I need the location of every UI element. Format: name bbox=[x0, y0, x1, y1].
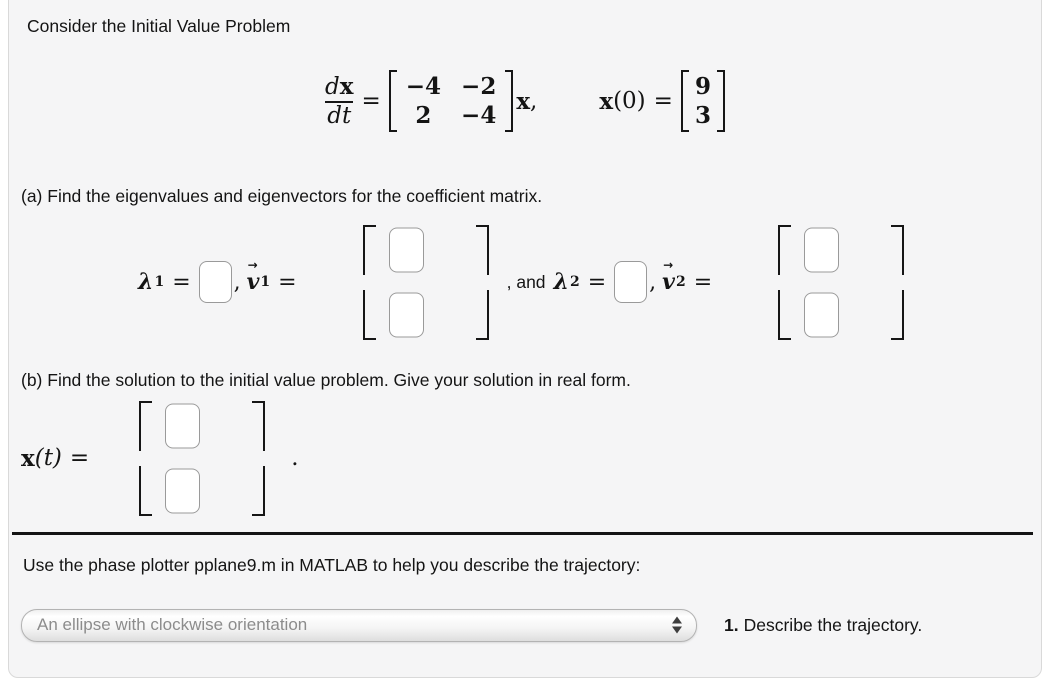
v2-bottom-input[interactable] bbox=[804, 292, 840, 337]
arrow-up-icon bbox=[672, 616, 682, 624]
matrix-cell: −4 bbox=[405, 72, 442, 100]
v2-subscript: 2 bbox=[675, 274, 686, 290]
frac-num-d: d bbox=[325, 73, 340, 100]
lambda2-input[interactable] bbox=[614, 261, 648, 303]
lambda1-subscript: 1 bbox=[154, 274, 165, 290]
equals-sign: = bbox=[172, 269, 191, 295]
v1-vector bbox=[362, 224, 489, 340]
xt-arg: (t) bbox=[34, 445, 62, 471]
ic-x: x bbox=[599, 87, 614, 115]
equals-sign: = bbox=[693, 269, 713, 295]
matrix-cell: −4 bbox=[461, 101, 497, 129]
coefficient-matrix: −4 −2 2 −4 bbox=[388, 69, 514, 133]
ivp-equation: dx dt = −4 −2 2 −4 x, x(0) = 9 3 bbox=[9, 63, 1041, 139]
bracket-bottom-right bbox=[891, 289, 905, 340]
part-a-label: (a) Find the eigenvalues and eigenvector… bbox=[21, 186, 543, 206]
lambda2-symbol: λ bbox=[553, 269, 569, 295]
equals-sign: = bbox=[278, 269, 297, 295]
select-stepper-icon bbox=[672, 616, 682, 634]
period: . bbox=[291, 445, 299, 471]
matrix-cell: −2 bbox=[461, 72, 497, 100]
v1-bottom-input[interactable] bbox=[388, 292, 424, 337]
section-divider bbox=[12, 532, 1033, 535]
x-symbol: x bbox=[516, 87, 531, 115]
initial-condition-vector: 9 3 bbox=[680, 69, 725, 133]
comma: , bbox=[233, 269, 241, 295]
fraction-bar bbox=[325, 101, 354, 103]
vector-arrow-icon: → bbox=[247, 258, 258, 272]
equals-sign: = bbox=[361, 88, 381, 114]
v2-symbol: →v bbox=[662, 258, 675, 295]
solution-answer-row: x(t) = . bbox=[9, 395, 1041, 521]
trajectory-select-value: An ellipse with clockwise orientation bbox=[37, 615, 308, 634]
item-text: Describe the trajectory. bbox=[743, 614, 923, 635]
comma: , bbox=[530, 88, 538, 114]
v1-symbol: →v bbox=[246, 258, 260, 295]
equals-sign: = bbox=[653, 88, 673, 114]
bracket-top-left bbox=[139, 400, 153, 451]
problem-panel: Consider the Initial Value Problem dx dt… bbox=[8, 0, 1042, 678]
item-number: 1. bbox=[724, 614, 739, 635]
v2-top-input[interactable] bbox=[804, 227, 840, 272]
trajectory-row: An ellipse with clockwise orientation 1.… bbox=[21, 607, 922, 643]
lambda2-subscript: 2 bbox=[569, 274, 580, 290]
part-b-label: (b) Find the solution to the initial val… bbox=[21, 370, 631, 390]
bracket-top-right bbox=[891, 224, 905, 275]
frac-num-x: x bbox=[339, 72, 354, 100]
bracket-bottom-left bbox=[362, 289, 376, 340]
right-bracket bbox=[505, 69, 514, 133]
trajectory-select[interactable]: An ellipse with clockwise orientation bbox=[21, 608, 697, 642]
equals-sign: = bbox=[69, 445, 90, 471]
xt-top-input[interactable] bbox=[165, 403, 201, 448]
ic-top-value: 9 bbox=[694, 72, 711, 100]
left-bracket bbox=[680, 69, 689, 133]
bracket-top-right bbox=[252, 400, 266, 451]
lambda1-symbol: λ bbox=[138, 269, 154, 295]
xt-bottom-input[interactable] bbox=[165, 468, 201, 513]
trajectory-question-label: 1.Describe the trajectory. bbox=[724, 615, 922, 636]
ic-arg: (0) bbox=[613, 88, 646, 114]
vector-arrow-icon: → bbox=[663, 258, 674, 272]
matrix-cell: 2 bbox=[415, 101, 432, 129]
comma: , bbox=[649, 269, 657, 295]
bracket-top-right bbox=[475, 224, 489, 275]
left-bracket bbox=[388, 69, 397, 133]
equals-sign: = bbox=[587, 269, 607, 295]
bracket-bottom-left bbox=[778, 289, 792, 340]
bracket-bottom-left bbox=[139, 465, 153, 516]
ic-bottom-value: 3 bbox=[694, 101, 711, 129]
xt-vector bbox=[139, 400, 266, 516]
xt-x-symbol: x bbox=[21, 444, 35, 472]
phase-plotter-instruction: Use the phase plotter pplane9.m in MATLA… bbox=[23, 555, 641, 575]
bracket-top-left bbox=[362, 224, 376, 275]
right-bracket bbox=[716, 69, 725, 133]
bracket-top-left bbox=[778, 224, 792, 275]
and-text: , and bbox=[506, 271, 546, 292]
v1-top-input[interactable] bbox=[388, 227, 424, 272]
v1-subscript: 1 bbox=[260, 274, 271, 290]
lambda1-input[interactable] bbox=[198, 261, 232, 303]
frac-den: dt bbox=[327, 103, 352, 129]
problem-intro: Consider the Initial Value Problem bbox=[27, 16, 291, 36]
bracket-bottom-right bbox=[475, 289, 489, 340]
dxdt-fraction: dx dt bbox=[325, 72, 354, 129]
arrow-down-icon bbox=[672, 626, 682, 634]
v2-vector bbox=[778, 224, 905, 340]
bracket-bottom-right bbox=[252, 465, 266, 516]
